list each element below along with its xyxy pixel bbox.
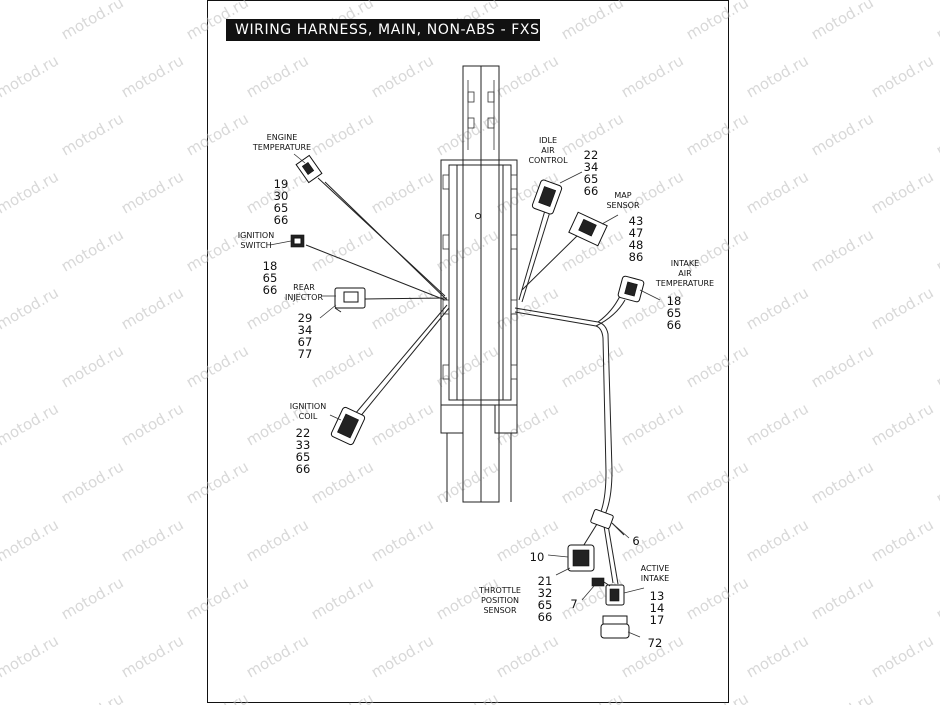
rear-injector-part-2: 34 xyxy=(298,323,313,337)
connector-ignition-coil xyxy=(330,406,366,446)
map-sensor-part-1: 43 xyxy=(629,214,644,228)
active-intake-part-2: 14 xyxy=(650,601,665,615)
idle-air-control-label-2: AIR xyxy=(541,146,555,155)
rear-injector-label-1: REAR xyxy=(293,283,315,292)
throttle-position-sensor-part-2: 32 xyxy=(538,586,553,600)
rear-injector-part-4: 77 xyxy=(298,347,313,361)
engine-temperature-part-2: 30 xyxy=(274,189,289,203)
throttle-position-sensor-part-1: 21 xyxy=(538,574,553,588)
rear-injector-part-3: 67 xyxy=(298,335,313,349)
callout-ignition-switch: IGNITION SWITCH 18 65 66 xyxy=(238,231,278,297)
connector-active-intake xyxy=(591,577,625,606)
idle-air-control-label-3: CONTROL xyxy=(528,156,568,165)
engine-temperature-part-1: 19 xyxy=(274,177,289,191)
ignition-switch-label-2: SWITCH xyxy=(240,241,271,250)
active-intake-label-2: INTAKE xyxy=(641,574,669,583)
throttle-position-sensor-part-3: 65 xyxy=(538,598,553,612)
ignition-switch-part-3: 66 xyxy=(263,283,278,297)
map-sensor-label-2: SENSOR xyxy=(606,201,639,210)
idle-air-control-label-1: IDLE xyxy=(539,136,557,145)
connector-idle-air-control xyxy=(531,179,563,215)
ignition-switch-part-1: 18 xyxy=(263,259,278,273)
intake-air-temperature-label-3: TEMPERATURE xyxy=(655,279,714,288)
ignition-coil-part-3: 65 xyxy=(296,450,311,464)
engine-temperature-label-1: ENGINE xyxy=(267,133,298,142)
ignition-coil-part-2: 33 xyxy=(296,438,311,452)
part-10: 10 xyxy=(530,550,545,564)
callout-map-sensor: MAP SENSOR 43 47 48 86 xyxy=(606,191,643,264)
throttle-position-sensor-label-2: POSITION xyxy=(481,596,519,605)
map-sensor-part-3: 48 xyxy=(629,238,644,252)
idle-air-control-part-1: 22 xyxy=(584,148,599,162)
callout-intake-air-temperature: INTAKE AIR TEMPERATURE 18 65 66 xyxy=(655,259,714,332)
rear-injector-label-2: INJECTOR xyxy=(285,293,324,302)
engine-temperature-label-2: TEMPERATURE xyxy=(252,143,311,152)
callout-idle-air-control: IDLE AIR CONTROL 22 34 65 66 xyxy=(528,136,598,198)
callout-throttle-position-sensor: THROTTLE POSITION SENSOR 21 32 65 66 xyxy=(478,574,552,624)
leader-lines xyxy=(269,153,661,638)
connector-rear-injector xyxy=(334,287,366,313)
callout-ignition-coil: IGNITION COIL 22 33 65 66 xyxy=(290,402,326,476)
callout-active-intake: ACTIVE INTAKE 13 14 17 xyxy=(641,564,670,627)
part-72: 72 xyxy=(648,636,663,650)
map-sensor-part-4: 86 xyxy=(629,250,644,264)
single-part-callouts: 6 10 7 72 xyxy=(530,534,663,650)
ignition-coil-label-1: IGNITION xyxy=(290,402,326,411)
ignition-switch-label-1: IGNITION xyxy=(238,231,274,240)
harness-wires xyxy=(305,177,626,585)
intake-air-temperature-part-1: 18 xyxy=(667,294,682,308)
diagram-title: WIRING HARNESS, MAIN, NON-ABS - FXS xyxy=(226,19,540,41)
intake-air-temperature-label-2: AIR xyxy=(678,269,692,278)
idle-air-control-part-4: 66 xyxy=(584,184,599,198)
part-7: 7 xyxy=(570,597,577,611)
connector-engine-temperature xyxy=(295,154,323,184)
rear-injector-part-1: 29 xyxy=(298,311,313,325)
idle-air-control-part-3: 65 xyxy=(584,172,599,186)
intake-air-temperature-label-1: INTAKE xyxy=(671,259,699,268)
ignition-switch-part-2: 65 xyxy=(263,271,278,285)
active-intake-actuator xyxy=(600,615,630,639)
throttle-position-sensor-part-4: 66 xyxy=(538,610,553,624)
ignition-coil-part-1: 22 xyxy=(296,426,311,440)
active-intake-part-1: 13 xyxy=(650,589,665,603)
engine-temperature-part-3: 65 xyxy=(274,201,289,215)
idle-air-control-part-2: 34 xyxy=(584,160,599,174)
intake-air-temperature-part-3: 66 xyxy=(667,318,682,332)
part-6: 6 xyxy=(632,534,639,548)
callout-engine-temperature: ENGINE TEMPERATURE 19 30 65 66 xyxy=(252,133,311,227)
intake-air-temperature-part-2: 65 xyxy=(667,306,682,320)
active-intake-part-3: 17 xyxy=(650,613,665,627)
throttle-position-sensor-label-3: SENSOR xyxy=(483,606,516,615)
callout-rear-injector: REAR INJECTOR 29 34 67 77 xyxy=(285,283,324,361)
ignition-coil-part-4: 66 xyxy=(296,462,311,476)
map-sensor-label-1: MAP xyxy=(614,191,631,200)
engine-temperature-part-4: 66 xyxy=(274,213,289,227)
connector-ignition-switch xyxy=(290,234,305,248)
connector-throttle-position-sensor xyxy=(567,544,595,572)
throttle-position-sensor-label-1: THROTTLE xyxy=(478,586,521,595)
map-sensor-part-2: 47 xyxy=(629,226,644,240)
harness-clip xyxy=(590,509,625,536)
ignition-coil-label-2: COIL xyxy=(299,412,318,421)
frame-rails xyxy=(440,65,518,503)
connector-intake-air-temperature xyxy=(617,275,645,303)
active-intake-label-1: ACTIVE xyxy=(641,564,670,573)
connector-map-sensor xyxy=(568,211,608,247)
